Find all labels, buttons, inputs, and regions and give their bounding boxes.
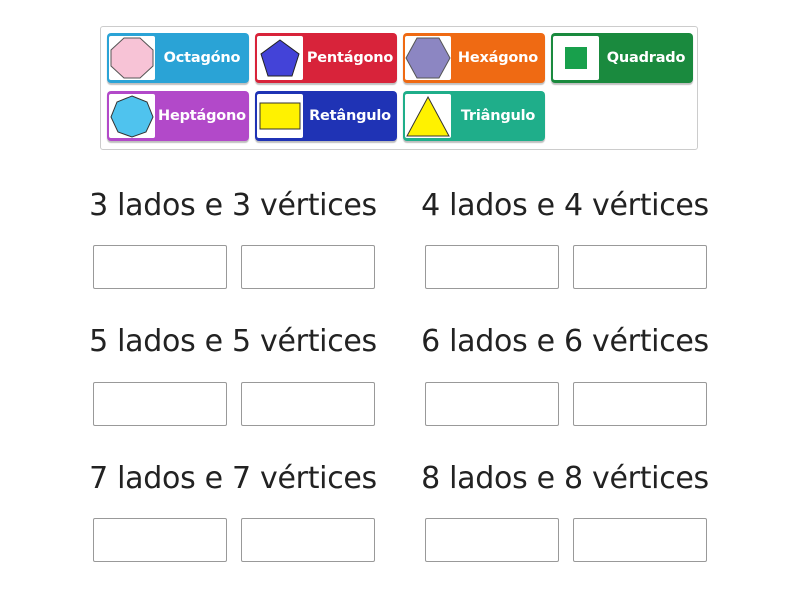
rectangle-icon <box>257 94 303 138</box>
tile-triangulo[interactable]: Triângulo <box>403 91 545 141</box>
tile-label: Octagóno <box>163 50 241 66</box>
tile-retangulo[interactable]: Retângulo <box>255 91 397 141</box>
drop-slot[interactable] <box>241 245 375 289</box>
square-icon <box>553 36 599 80</box>
tile-octagono[interactable]: Octagóno <box>107 33 249 83</box>
drop-slot[interactable] <box>241 382 375 426</box>
group-label-4: 4 lados e 4 vértices <box>421 188 709 223</box>
tile-hexagono[interactable]: Hexágono <box>403 33 545 83</box>
tile-quadrado[interactable]: Quadrado <box>551 33 693 83</box>
hexagon-icon <box>405 36 451 80</box>
drop-slot[interactable] <box>425 382 559 426</box>
drop-slot[interactable] <box>573 382 707 426</box>
drop-slot[interactable] <box>93 245 227 289</box>
group-label-7: 7 lados e 7 vértices <box>89 461 377 496</box>
group-label-3: 3 lados e 3 vértices <box>89 188 377 223</box>
drop-slot[interactable] <box>241 518 375 562</box>
heptagon-icon <box>109 94 155 138</box>
drop-slot[interactable] <box>573 518 707 562</box>
answer-bank: Octagóno Pentágono Hexágono Quadrado Hep… <box>100 26 698 150</box>
tile-pentagono[interactable]: Pentágono <box>255 33 397 83</box>
drop-slot[interactable] <box>93 518 227 562</box>
tile-heptagono[interactable]: Heptágono <box>107 91 249 141</box>
group-label-6: 6 lados e 6 vértices <box>421 324 709 359</box>
drop-slot[interactable] <box>425 518 559 562</box>
tile-label: Quadrado <box>606 50 686 66</box>
group-label-8: 8 lados e 8 vértices <box>421 461 709 496</box>
tile-label: Hexágono <box>457 50 539 66</box>
drop-slot[interactable] <box>425 245 559 289</box>
drop-slot[interactable] <box>573 245 707 289</box>
octagon-icon <box>109 36 155 80</box>
tile-label: Triângulo <box>460 108 536 124</box>
group-label-5: 5 lados e 5 vértices <box>89 324 377 359</box>
drop-slot[interactable] <box>93 382 227 426</box>
tile-label: Pentágono <box>306 50 394 66</box>
tile-label: Heptágono <box>158 108 246 124</box>
pentagon-icon <box>257 36 303 80</box>
triangle-icon <box>405 94 451 138</box>
tile-label: Retângulo <box>309 108 391 124</box>
